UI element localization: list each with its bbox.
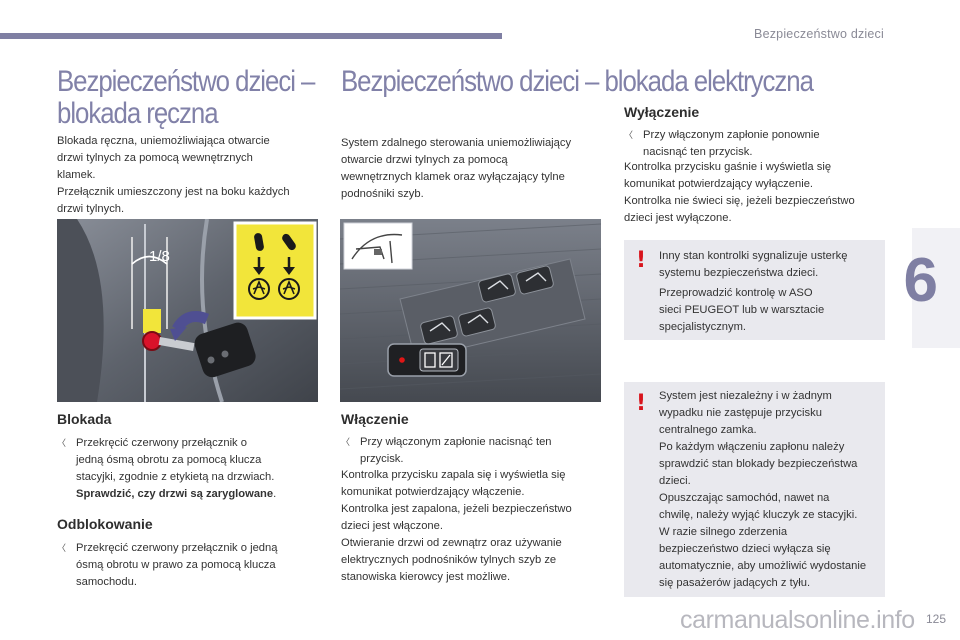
bullet-arrow-icon: 〈: [57, 438, 67, 448]
blokada-check-note: Sprawdzić, czy drzwi są zaryglowane: [76, 488, 274, 500]
door-lock-photo: 1/8: [57, 219, 318, 402]
header-accent-bar: [0, 33, 502, 39]
child-lock-button-icon: [424, 352, 453, 368]
running-head: Bezpieczeństwo dzieci: [754, 27, 884, 41]
title-line: blokada ręczna: [57, 97, 219, 130]
electric-lock-intro: System zdalnego sterowania uniemożliwiaj…: [341, 137, 572, 200]
title-line: Bezpieczeństwo dzieci –: [57, 65, 315, 98]
window-switch-panel-photo: [340, 219, 601, 402]
section-title-electric-lock: Bezpieczeństwo dzieci – blokada elektryc…: [341, 65, 814, 98]
manual-lock-intro: Blokada ręczna, uniemożliwiająca otwarci…: [57, 135, 290, 215]
child-lock-icon: [248, 233, 300, 300]
warning-exclamation-icon: !: [636, 248, 647, 273]
blokada-instruction: 〈 Przekręcić czerwony przełącznik o jedn…: [57, 437, 277, 500]
chapter-number: 6: [903, 246, 938, 315]
section-title-manual-lock: Bezpieczeństwo dzieci – blokada ręczna: [57, 66, 349, 130]
photo-label: 1/8: [149, 248, 170, 265]
heading-wylaczenie: Wyłączenie: [624, 104, 700, 120]
chapter-tab: [912, 228, 960, 348]
bullet-arrow-icon: 〈: [624, 130, 634, 140]
warning-exclamation-icon: !: [636, 391, 647, 416]
heading-blokada: Blokada: [57, 411, 112, 427]
bullet-arrow-icon: 〈: [57, 543, 67, 553]
warning-box-fault: ! Inny stan kontrolki sygnalizuje usterk…: [624, 240, 885, 340]
watermark: carmanualsonline.info: [680, 606, 915, 634]
heading-wlaczenie: Włączenie: [341, 411, 409, 427]
wlaczenie-description: Kontrolka przycisku zapala się i wyświet…: [341, 469, 572, 583]
wlaczenie-instruction: 〈 Przy włączonym zapłonie nacisnąć ten p…: [341, 436, 552, 465]
wylaczenie-description: Kontrolka przycisku gaśnie i wyświetla s…: [624, 161, 855, 224]
bullet-arrow-icon: 〈: [341, 437, 351, 447]
heading-odblokowanie: Odblokowanie: [57, 516, 153, 532]
wylaczenie-instruction: 〈 Przy włączonym zapłonie ponownie nacis…: [624, 129, 820, 158]
warning-box-independent-system: ! System jest niezależny i w żadnym wypa…: [624, 382, 885, 597]
page-number: 125: [925, 612, 946, 626]
odblokowanie-instruction: 〈 Przekręcić czerwony przełącznik o jedn…: [57, 542, 278, 588]
